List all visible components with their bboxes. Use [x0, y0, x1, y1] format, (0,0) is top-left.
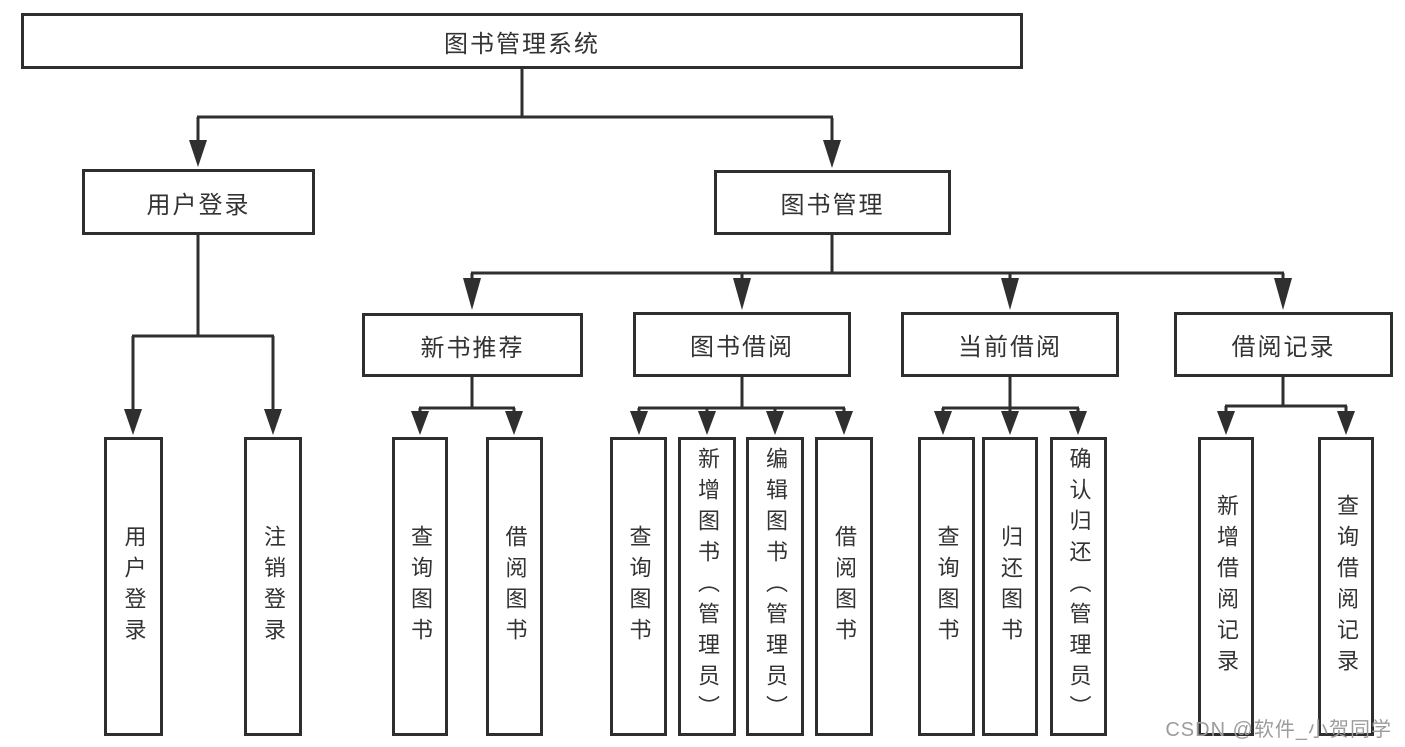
leaf-label: 归还图书 [998, 524, 1023, 649]
node-current-borrowing: 当前借阅 [901, 312, 1119, 377]
leaf-borrow-books: 借阅图书 [815, 437, 873, 736]
leaf-label: 确认归还（管理员） [1066, 447, 1092, 726]
leaf-user-login: 用户登录 [104, 437, 163, 736]
leaf-label: 查询图书 [934, 524, 960, 649]
leaf-label: 新增图书（管理员） [695, 447, 720, 726]
node-label: 图书管理系统 [444, 30, 600, 58]
leaf-logout: 注销登录 [244, 437, 302, 736]
node-label: 图书借阅 [690, 334, 794, 361]
node-library-management-system: 图书管理系统 [21, 13, 1023, 69]
leaf-label: 编辑图书（管理员） [763, 447, 788, 726]
node-book-borrowing: 图书借阅 [633, 312, 851, 377]
node-label: 用户登录 [146, 191, 251, 219]
leaf-label: 用户登录 [121, 524, 147, 649]
leaf-confirm-return-admin: 确认归还（管理员） [1050, 437, 1107, 736]
leaf-label: 注销登录 [261, 524, 286, 649]
leaf-label: 借阅图书 [832, 524, 857, 649]
leaf-label: 查询借阅记录 [1334, 493, 1359, 680]
node-label: 当前借阅 [958, 334, 1062, 361]
node-user-login: 用户登录 [82, 169, 315, 235]
leaf-label: 借阅图书 [502, 524, 528, 649]
leaf-query-borrow-record: 查询借阅记录 [1318, 437, 1374, 736]
leaf-label: 查询图书 [408, 524, 433, 649]
csdn-watermark: CSDN @软件_小贺同学 [1165, 719, 1392, 741]
node-label: 借阅记录 [1231, 334, 1336, 361]
leaf-query-books-current: 查询图书 [918, 437, 975, 736]
node-label: 新书推荐 [420, 334, 525, 362]
node-book-management: 图书管理 [714, 170, 951, 235]
node-new-book-recommendation: 新书推荐 [362, 313, 583, 377]
leaf-label: 新增借阅记录 [1214, 493, 1239, 680]
leaf-add-borrow-record: 新增借阅记录 [1198, 437, 1254, 736]
leaf-return-books: 归还图书 [982, 437, 1038, 736]
leaf-add-books-admin: 新增图书（管理员） [678, 437, 736, 736]
leaf-borrow-books-recommend: 借阅图书 [486, 437, 543, 736]
node-borrowing-records: 借阅记录 [1174, 312, 1393, 377]
leaf-label: 查询图书 [626, 524, 652, 649]
leaf-edit-books-admin: 编辑图书（管理员） [746, 437, 804, 736]
node-label: 图书管理 [780, 192, 885, 219]
leaf-query-books-recommend: 查询图书 [392, 437, 448, 736]
leaf-query-books-borrow: 查询图书 [610, 437, 667, 736]
